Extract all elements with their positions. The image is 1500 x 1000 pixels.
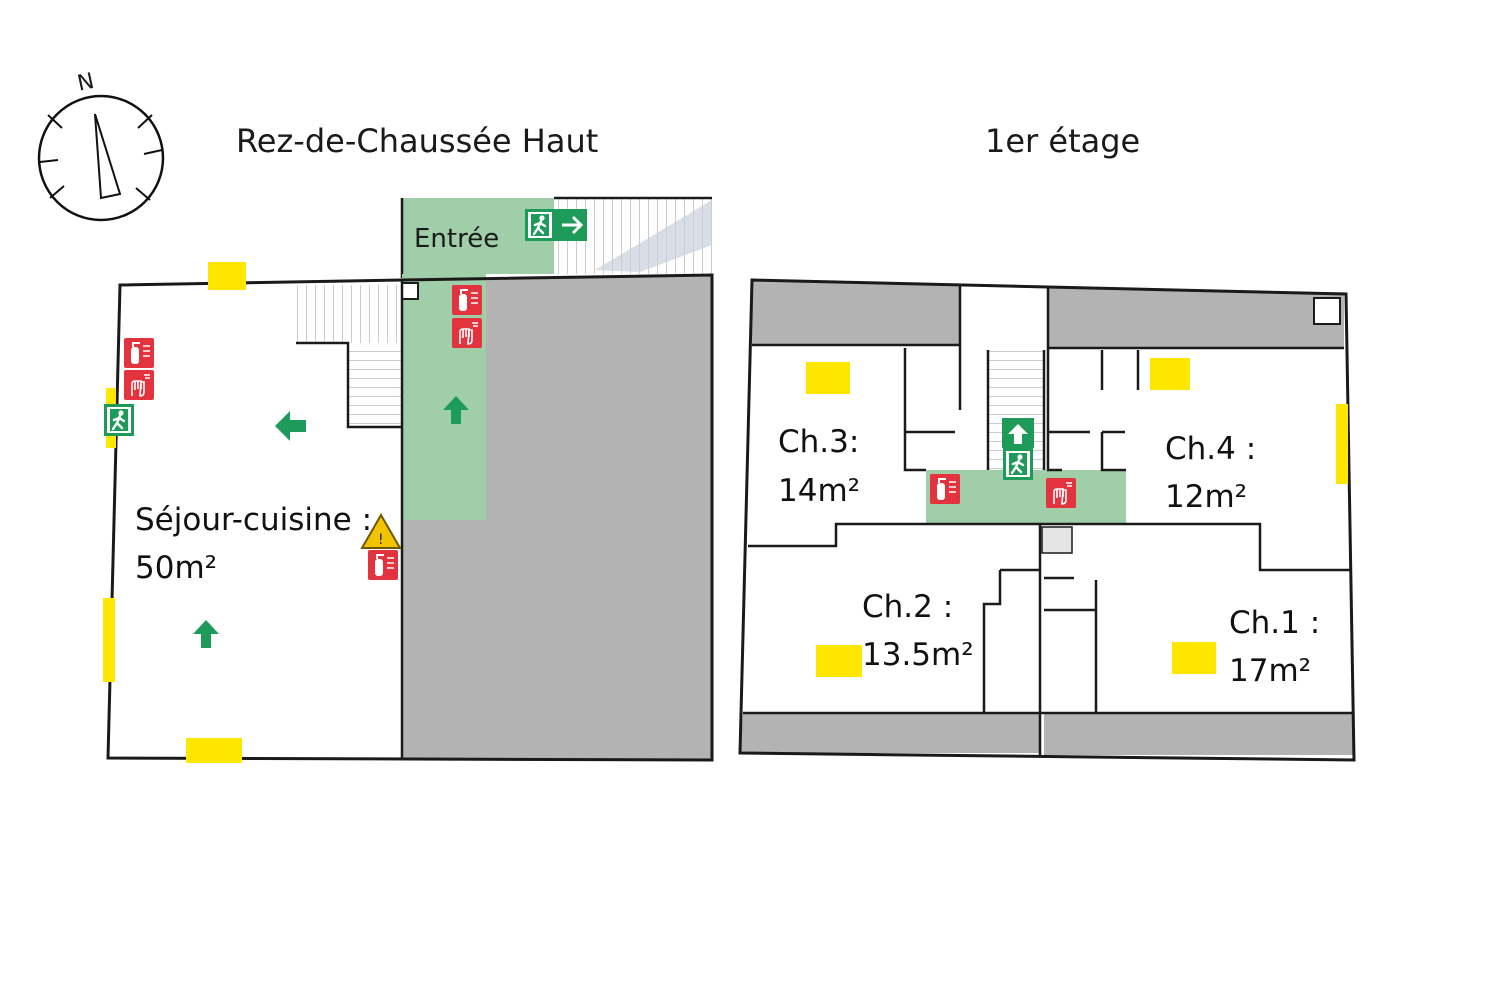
- first-floor-plan: Ch.3: 14m² Ch.4 : 12m² Ch.2 : 13.5m² Ch.…: [738, 278, 1356, 762]
- fire-extinguisher-icon: [451, 284, 483, 316]
- window-marker: [816, 645, 862, 677]
- room-area-ch3: 14m²: [778, 473, 860, 509]
- non-accessible-area: [1044, 713, 1354, 755]
- non-accessible-area: [740, 713, 1040, 753]
- north-label: N: [75, 69, 96, 97]
- first-floor-title: 1er étage: [985, 122, 1140, 160]
- room-label-ch2: Ch.2 :: [862, 589, 953, 625]
- window-marker: [806, 362, 850, 394]
- window-marker: [103, 598, 115, 682]
- non-accessible-area: [402, 274, 712, 760]
- window-marker: [208, 262, 246, 290]
- evacuation-arrow-icon: [275, 411, 306, 441]
- compass-icon: N: [37, 69, 165, 222]
- exit-sign-entrance: [523, 207, 587, 243]
- room-label-entree: Entrée: [414, 224, 499, 254]
- room-label-sejour: Séjour-cuisine :: [135, 502, 372, 538]
- fire-alarm-icon: [451, 317, 483, 349]
- emergency-exit-sign-icon: [102, 402, 136, 438]
- room-area-ch2: 13.5m²: [862, 637, 974, 673]
- fire-extinguisher-icon: [123, 337, 155, 369]
- room-label-ch1: Ch.1 :: [1229, 605, 1320, 641]
- window-marker: [1150, 358, 1190, 390]
- window-marker: [1172, 642, 1216, 674]
- ground-floor-title: Rez-de-Chaussée Haut: [236, 122, 598, 160]
- window-marker: [1336, 404, 1348, 484]
- ground-floor-plan: ! Entrée Séjour-cuisine : 50m²: [102, 196, 714, 763]
- svg-text:!: !: [378, 532, 384, 548]
- room-label-ch4: Ch.4 :: [1165, 431, 1256, 467]
- room-area-ch1: 17m²: [1229, 653, 1311, 689]
- evacuation-arrow-icon: [193, 620, 219, 648]
- hazard-warning-icon: !: [360, 512, 402, 549]
- non-accessible-area: [1048, 288, 1344, 348]
- room-area-sejour: 50m²: [135, 550, 217, 586]
- fire-extinguisher-icon: [929, 473, 961, 505]
- room-area-ch4: 12m²: [1165, 479, 1247, 515]
- non-accessible-area: [752, 280, 960, 345]
- fire-alarm-icon: [123, 369, 155, 401]
- room-label-ch3: Ch.3:: [778, 424, 859, 460]
- fire-extinguisher-icon: [367, 549, 399, 581]
- fire-alarm-icon: [1045, 477, 1077, 509]
- window-marker: [186, 738, 242, 763]
- exit-sign-landing: [1001, 418, 1035, 482]
